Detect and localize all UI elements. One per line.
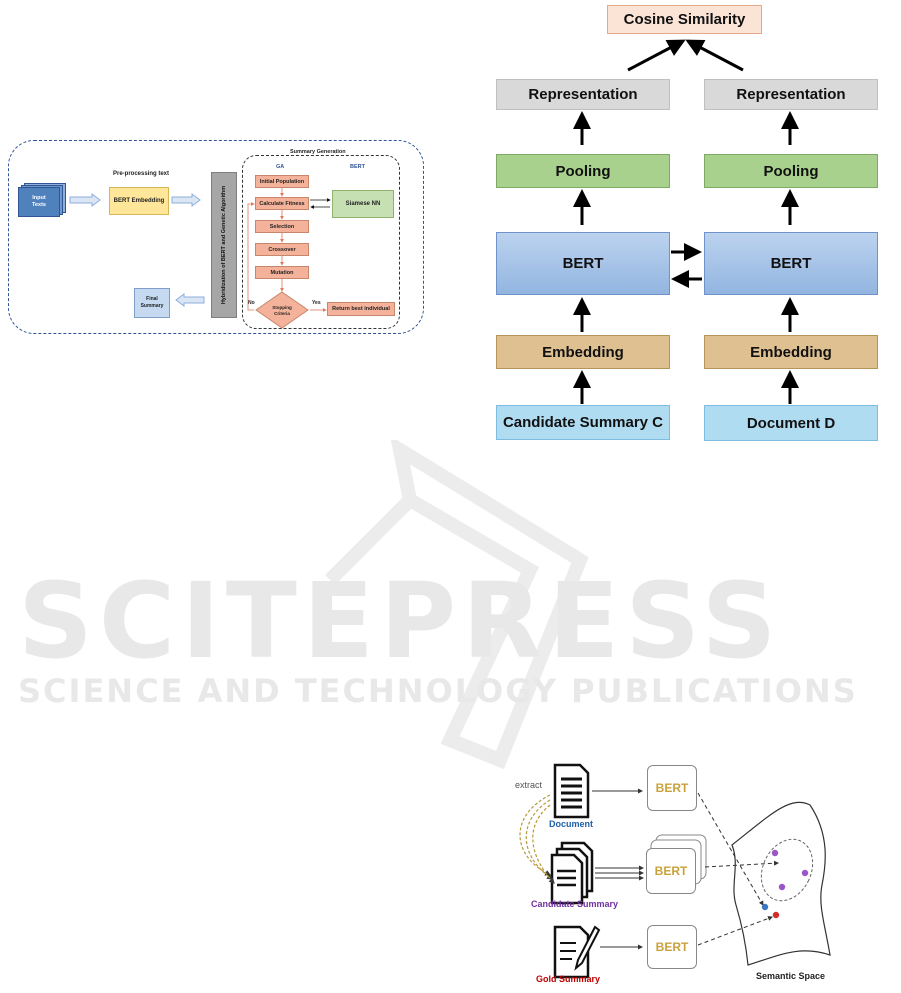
watermark-main: SCITEPRESS — [18, 560, 783, 682]
cosine-similarity-box: Cosine Similarity — [607, 5, 762, 34]
return-best-box: Return best individual — [327, 302, 395, 316]
bert-embedding-label: BERT Embedding — [113, 198, 165, 204]
left-representation-box: Representation — [496, 79, 670, 110]
ga-step-mutation: Mutation — [255, 266, 309, 279]
final-summary-label: Final Summary — [140, 296, 164, 309]
gold-summary-icon — [553, 925, 601, 979]
left-bert-box: BERT — [496, 232, 670, 295]
summary-generation-title: Summary Generation — [290, 149, 346, 155]
stopping-criteria-diamond — [255, 291, 309, 329]
semantic-space-label: Semantic Space — [756, 971, 826, 981]
hybrid-bar: Hybridization of BERT and Genetic Algori… — [211, 172, 237, 318]
summary-generation-frame — [242, 155, 400, 329]
ga-header: GA — [276, 164, 285, 170]
final-summary-box: Final Summary — [134, 288, 170, 318]
ga-step-initial-population: Initial Population — [255, 175, 309, 188]
right-embedding-box: Embedding — [704, 335, 878, 369]
candidate-summary-label: Candidate Summary — [531, 899, 619, 909]
bert-embedding-box: BERT Embedding — [109, 187, 169, 215]
input-texts-box: Input Texts — [18, 183, 66, 217]
left-pooling-box: Pooling — [496, 154, 670, 188]
left-embedding-box: Embedding — [496, 335, 670, 369]
bert-card-candidate: BERT — [646, 848, 696, 894]
arrow-embedding-hybrid — [171, 193, 201, 207]
extract-label: extract — [515, 780, 543, 790]
preprocess-label: Pre-processing text — [113, 171, 170, 177]
input-texts-label: Input Texts — [32, 195, 46, 208]
right-pooling-box: Pooling — [704, 154, 878, 188]
gold-summary-label: Gold Summary — [536, 974, 601, 984]
siamese-nn-box: Siamese NN — [332, 190, 394, 218]
bert-header: BERT — [350, 164, 365, 170]
candidate-docs-icon — [550, 841, 594, 905]
document-icon — [553, 763, 590, 819]
siamese-arrows — [573, 39, 799, 404]
pipeline-arrows — [69, 193, 205, 307]
watermark-sub: SCIENCE AND TECHNOLOGY PUBLICATIONS — [18, 672, 858, 710]
ga-flow-arrows — [247, 188, 331, 312]
semantic-space-surface — [731, 801, 831, 966]
pipeline-figure — [8, 140, 424, 334]
bert-card-gold: BERT — [647, 925, 697, 969]
ga-step-crossover: Crossover — [255, 243, 309, 256]
yes-label: Yes — [312, 300, 321, 306]
right-representation-box: Representation — [704, 79, 878, 110]
watermark-logo — [300, 435, 600, 770]
ga-step-calculate-fitness: Calculate Fitness — [255, 197, 309, 210]
arrow-hybrid-final — [175, 293, 205, 307]
document-d-box: Document D — [704, 405, 878, 441]
no-label: No — [248, 300, 255, 306]
ga-step-selection: Selection — [255, 220, 309, 233]
candidate-summary-c-box: Candidate Summary C — [496, 405, 670, 440]
document-label: Document — [549, 819, 594, 829]
stopping-criteria-label: Stopping Criteria — [272, 305, 292, 316]
siamese-nn-label: Siamese NN — [345, 201, 381, 207]
arrow-input-embedding — [69, 193, 101, 207]
bert-card-document: BERT — [647, 765, 697, 811]
right-bert-box: BERT — [704, 232, 878, 295]
